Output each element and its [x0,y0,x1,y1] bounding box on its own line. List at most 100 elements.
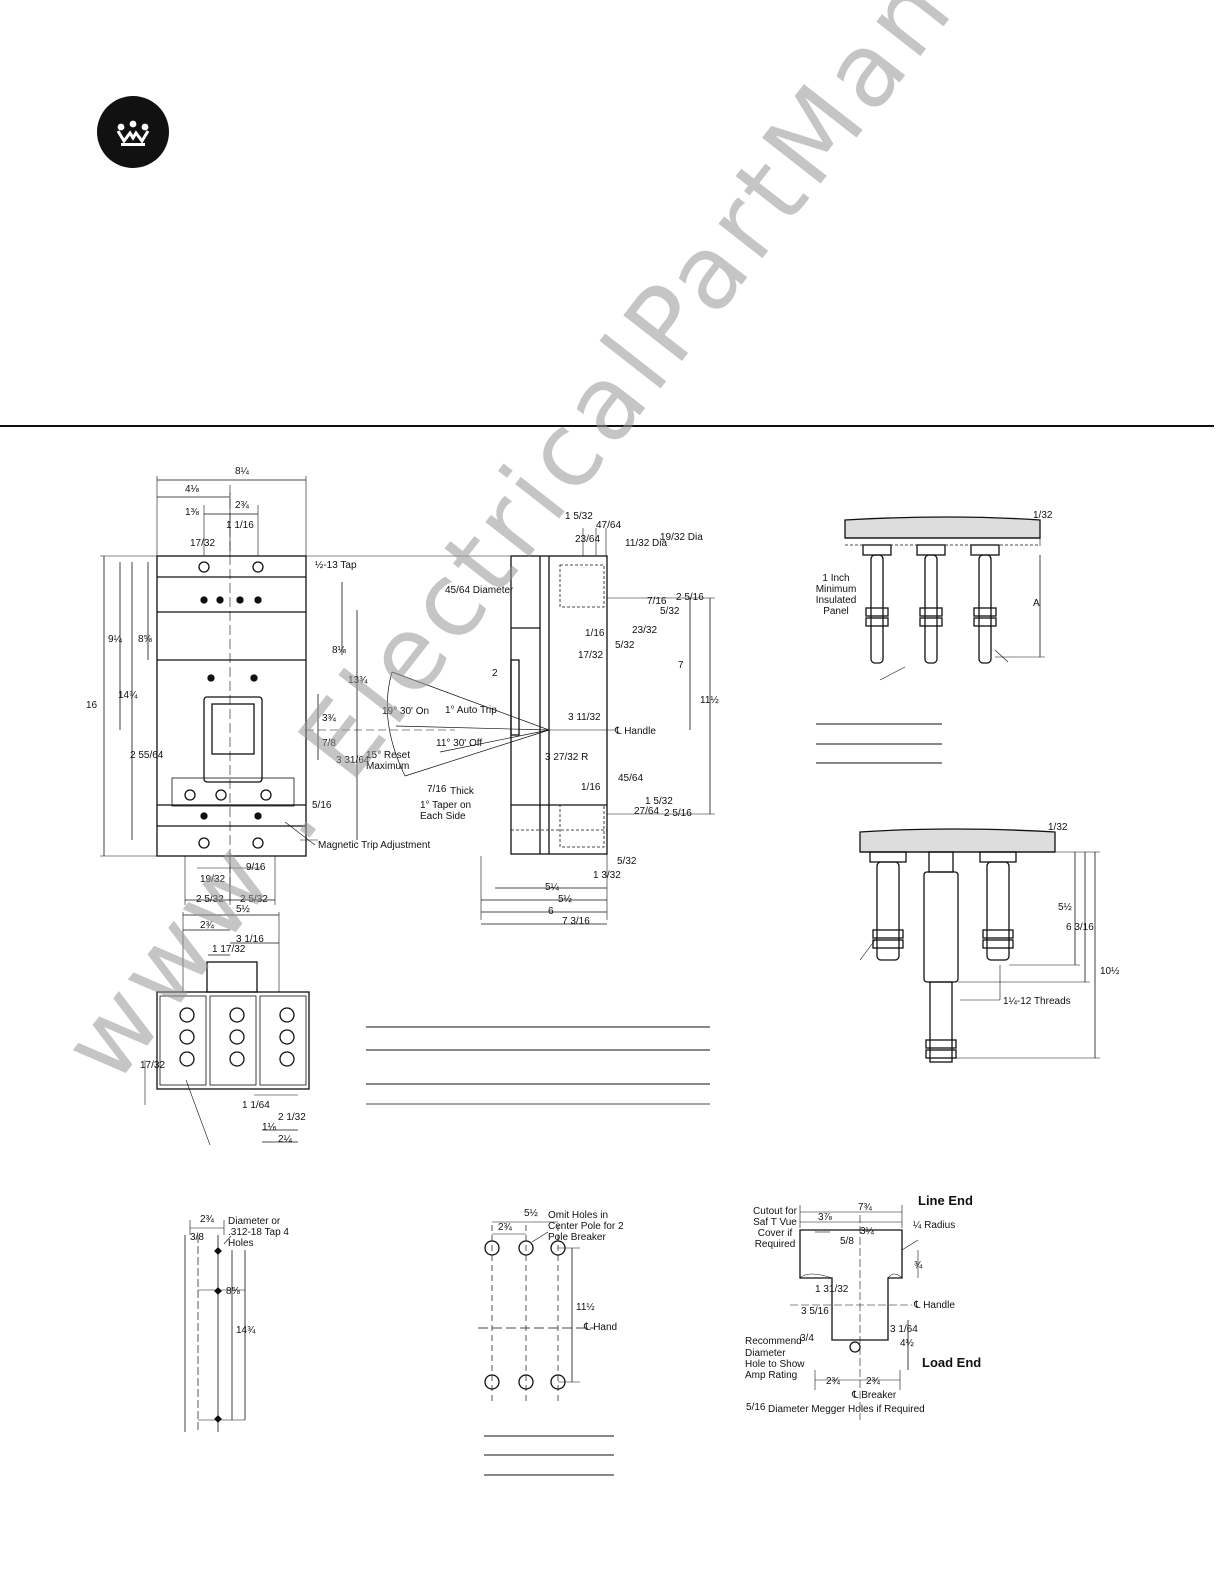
dim-height-8b: 8⅛ [332,645,346,656]
dim-height-8: 8⅝ [138,634,152,645]
side-view-outline [386,528,715,925]
drilling-plan-2 [478,1221,595,1405]
cutout-h2: 1 31/32 [815,1284,849,1295]
dim-bottom-b4: 2¼ [278,1134,292,1145]
dim-side-d19: 2 5/16 [664,808,692,819]
dim-handle-7: 7/8 [322,738,336,749]
dim-bottom-2b: 2 5/32 [240,894,268,905]
dim-half-width: 4⅛ [185,484,199,495]
dim-side-d4: 7/16 [647,596,667,607]
dim-bottom-19: 19/32 [200,874,226,885]
dim-side-d24: 6 [548,906,554,917]
megger-note: Diameter Megger Holes if Required [768,1404,925,1415]
stud2-gap: 1/32 [1048,822,1068,833]
dim-handle-3: 3¾ [322,713,336,724]
insulated-panel-label: 1 Inch Minimum Insulated Panel [815,573,857,617]
cutout-h4: 3 1/64 [890,1324,918,1335]
magnetic-trip-label: Magnetic Trip Adjustment [318,840,431,851]
angle-on-label: 19° 30' On [382,706,430,717]
bottom-view-outline [144,912,310,1146]
cutout-b1: 2¾ [826,1376,840,1387]
drill1-s: 3/8 [190,1232,204,1243]
dim-side-diameter: 45/64 Diameter [445,585,514,596]
westinghouse-logo-icon [116,120,150,146]
drill2-handle: ℄ Hand [584,1322,618,1333]
dim-side-d3: 23/64 [575,534,601,545]
dim-side-d10: 17/32 [578,650,604,661]
dim-height-16: 16 [86,700,98,711]
tap-label: ½-13 Tap [315,560,357,571]
stud-diagram-2 [859,828,1100,1063]
cutout-plan [790,1205,919,1420]
drill1-h2: 14¾ [236,1325,256,1336]
dim-side-d21: 1 3/32 [593,870,621,881]
stud2-h2: 6 3/16 [1066,922,1094,933]
dim-side-d17: 1 5/32 [645,796,673,807]
drill2-w2: 2¾ [498,1222,512,1233]
dim-side-d20: 5/32 [617,856,637,867]
cutout-note: Cutout for Saf T Vue Cover if Required [753,1206,797,1250]
line-end-label: Line End [918,1193,973,1208]
dim-side-d9: 5/32 [615,640,635,651]
dim-bottom-w2: 2¾ [200,920,214,931]
dim-center-offset: 1 1/16 [226,520,254,531]
stud2-h3: 10½ [1100,966,1120,977]
dim-side-d2: 47/64 [596,520,622,531]
angle-reset-label: 15° Reset Maximum [366,750,411,772]
dim-handle-3b: 3 31/64 [336,755,370,766]
dim-side-dia1: 11/32 Dia [625,538,668,549]
drill1-w: 2¾ [200,1214,214,1225]
cutout-w1: 3⅞ [818,1212,832,1223]
dim-bottom-h1: 17/32 [140,1060,166,1071]
dim-height-9: 9¼ [108,634,122,645]
stud-diagram-1 [844,516,1045,681]
dim-bottom-w1: 5½ [236,904,250,915]
dim-bottom-w4: 1 17/32 [212,944,246,955]
handle-centerline-label: ℄ Handle [615,726,656,737]
cutout-h1: ¾ [914,1260,923,1271]
stud1-dim-a: A [1033,598,1040,609]
cutout-w3: 5/8 [840,1236,854,1247]
drill1-note: Diameter or .312-18 Tap 4 Holes [228,1216,289,1249]
westinghouse-logo [97,96,169,168]
thick-label: Thick [450,786,474,797]
cutout-handle-label: ℄ Handle [914,1300,955,1311]
dim-height-14: 14¾ [118,690,138,701]
dim-side-d11: 2 [492,668,498,679]
thick-fraction: 7/16 [427,784,447,795]
drill2-note: Omit Holes in Center Pole for 2 Pole Bre… [548,1210,624,1243]
cutout-h6: 3/4 [800,1333,814,1344]
dim-side-radius: 3 27/32 R [545,752,589,763]
dim-stud-spacing: 2¾ [235,500,249,511]
dim-side-d18: 27/64 [634,806,660,817]
dim-stud-offset: 1⅜ [185,507,199,518]
dim-bottom-b1: 1 1/64 [242,1100,270,1111]
cutout-h3: 3 5/16 [801,1306,829,1317]
threads-label: 1¼-12 Threads [1003,996,1071,1007]
cutout-h5: 4½ [900,1338,914,1349]
dim-side-d14: 3 11/32 [568,712,601,723]
angle-off-label: 11° 30' Off [436,738,483,749]
dim-height-13: 13¾ [348,675,368,686]
breaker-centerline-label: ℄ Breaker [852,1390,897,1401]
header-rule [0,425,1214,427]
angle-auto-label: 1° Auto Trip [445,705,497,716]
load-end-label: Load End [922,1355,982,1370]
dim-side-d25: 7 3/16 [562,916,590,927]
dim-side-d12: 7 [678,660,684,671]
dim-side-d15: 45/64 [618,773,644,784]
dim-bottom-9: 9/16 [246,862,266,873]
dim-handle-2: 2 55/64 [130,750,164,761]
stud2-h1: 5½ [1058,902,1072,913]
dim-bottom-5: 5/16 [312,800,332,811]
dim-bottom-2a: 2 5/32 [196,894,224,905]
stud1-gap: 1/32 [1033,510,1053,521]
hole-note: Diameter Hole to Show Amp Rating [745,1348,805,1381]
table-rules [366,723,942,1476]
dim-side-d13: 11½ [700,695,719,706]
dim-side-d5: 2 5/16 [676,592,704,603]
drill2-h: 11½ [576,1302,595,1313]
dim-bottom-b3: 1⅛ [262,1122,276,1133]
megger-fraction: 5/16 [746,1402,766,1413]
